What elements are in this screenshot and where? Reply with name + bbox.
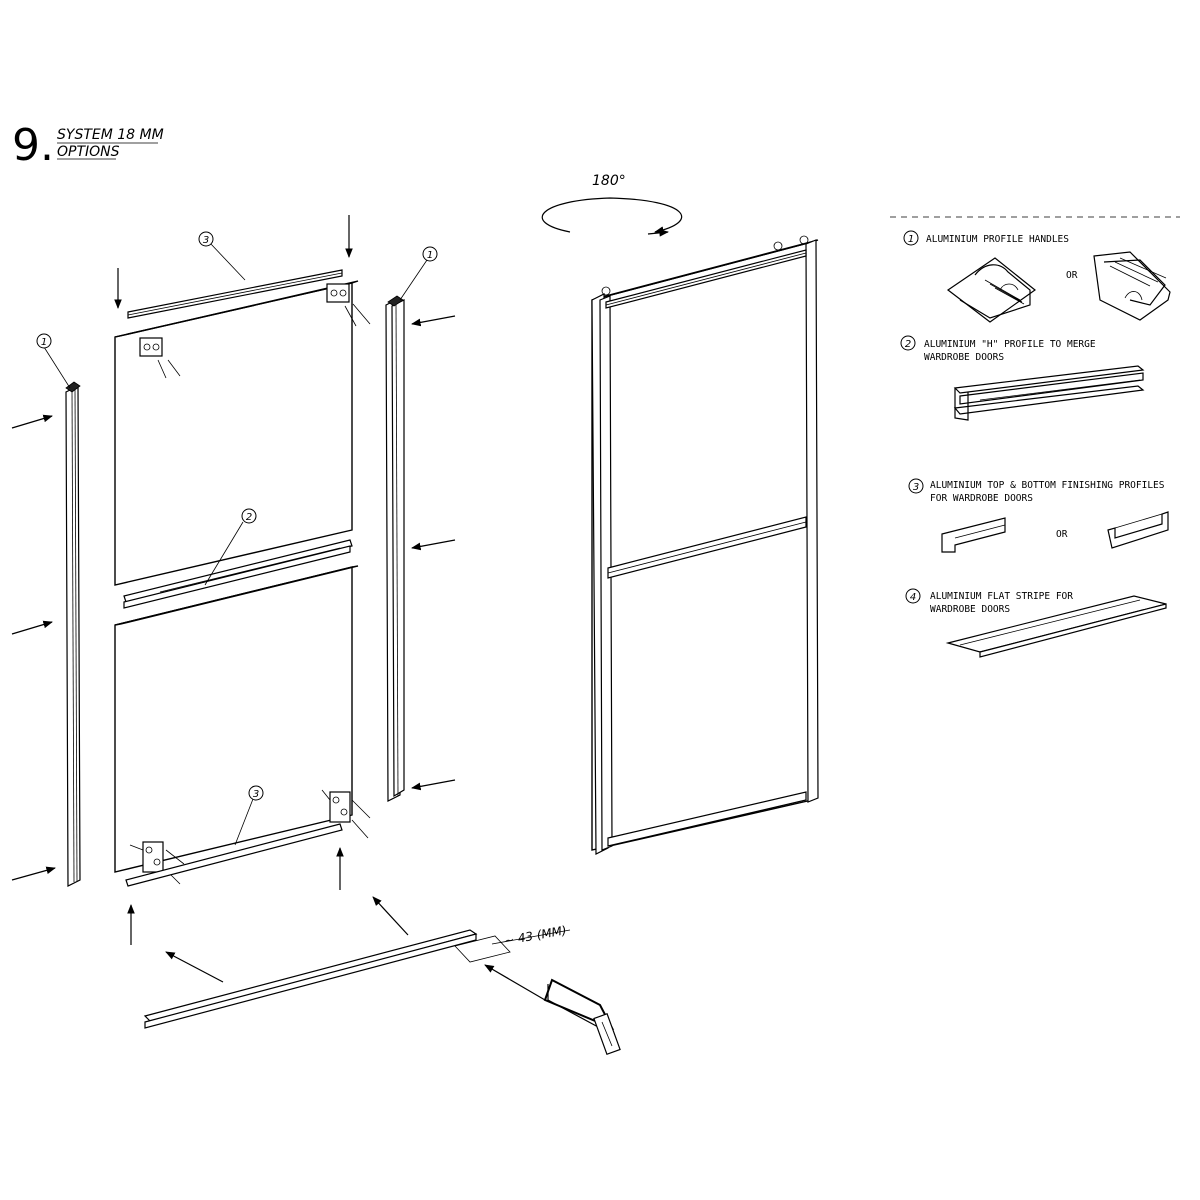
assembled-door: 180° <box>541 173 819 855</box>
exploded-door-assembly: 1 3 <box>11 215 621 1056</box>
option-2-caption-line-2: WARDROBE DOORS <box>924 352 1004 363</box>
lower-door-panel: 3 <box>114 565 371 945</box>
option-1-number: 1 <box>908 234 914 245</box>
option-2-h-profile: 2 ALUMINIUM "H" PROFILE TO MERGE WARDROB… <box>900 335 1145 421</box>
option-2-number: 2 <box>905 339 911 350</box>
option-4-caption-line-1: ALUMINIUM FLAT STRIPE FOR <box>930 591 1073 602</box>
callout-1-left: 1 <box>41 337 47 348</box>
option-1-profile-handles: 1 ALUMINIUM PROFILE HANDLES OR <box>903 230 1171 323</box>
right-handle-profile: 1 <box>385 246 456 802</box>
section-header: 9. SYSTEM 18 MM OPTIONS <box>12 120 164 171</box>
callout-3-top: 3 <box>203 235 209 246</box>
option-1-or: OR <box>1066 270 1078 281</box>
options-label: OPTIONS <box>57 144 120 160</box>
top-finishing-profile: 3 <box>114 215 353 319</box>
rotation-label: 180° <box>592 173 626 189</box>
callout-3-bottom: 3 <box>253 789 259 800</box>
option-2-caption-line-1: ALUMINIUM "H" PROFILE TO MERGE <box>924 339 1096 350</box>
section-number: 9. <box>12 120 54 171</box>
system-label: SYSTEM 18 MM <box>57 127 164 143</box>
option-4-number: 4 <box>910 592 916 603</box>
option-4-caption-line-2: WARDROBE DOORS <box>930 604 1010 615</box>
rotation-arrow <box>541 197 683 234</box>
option-3-or: OR <box>1056 529 1068 540</box>
upper-door-panel <box>114 280 371 586</box>
option-3-caption-line-1: ALUMINIUM TOP & BOTTOM FINISHING PROFILE… <box>930 480 1165 491</box>
left-handle-profile: 1 <box>11 333 81 887</box>
callout-1-right: 1 <box>427 250 433 261</box>
h-merge-profile: 2 <box>123 508 353 609</box>
option-4-flat-stripe: 4 ALUMINIUM FLAT STRIPE FOR WARDROBE DOO… <box>905 588 1167 658</box>
hacksaw-icon <box>543 978 621 1056</box>
option-3-finishing-profiles: 3 ALUMINIUM TOP & BOTTOM FINISHING PROFI… <box>908 478 1169 553</box>
cut-dimension-label: ~ 43 (MM) <box>503 923 568 948</box>
option-3-caption-line-2: FOR WARDROBE DOORS <box>930 493 1033 504</box>
bottom-profile-cut-detail: ~ 43 (MM) <box>143 896 571 1029</box>
option-1-caption: ALUMINIUM PROFILE HANDLES <box>926 234 1069 245</box>
callout-2: 2 <box>246 512 252 523</box>
option-3-number: 3 <box>913 482 919 493</box>
